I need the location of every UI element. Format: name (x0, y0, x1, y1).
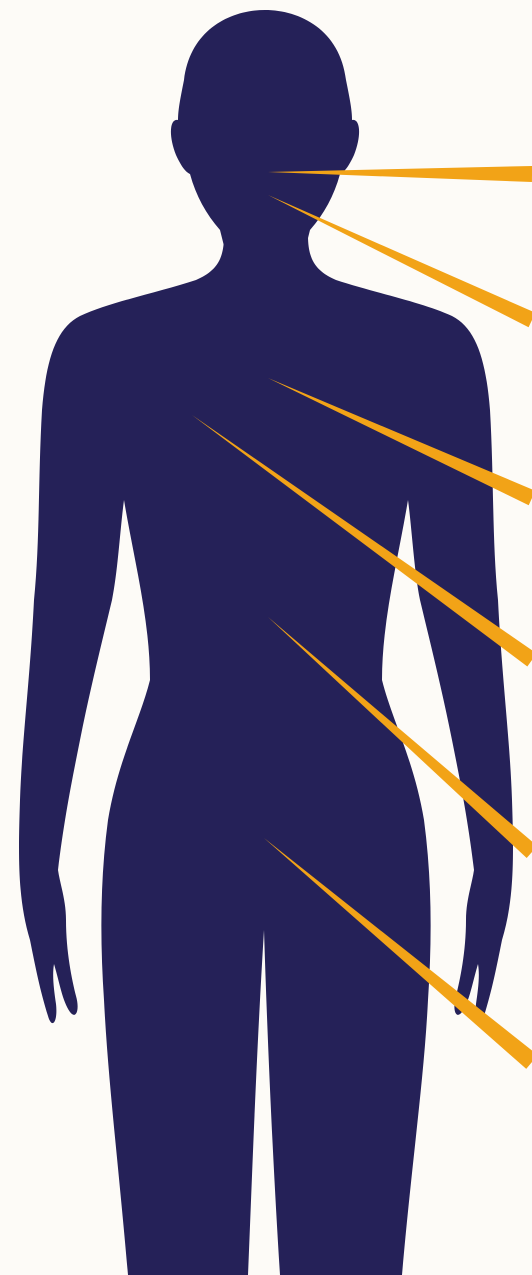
body-diagram (0, 0, 532, 1275)
